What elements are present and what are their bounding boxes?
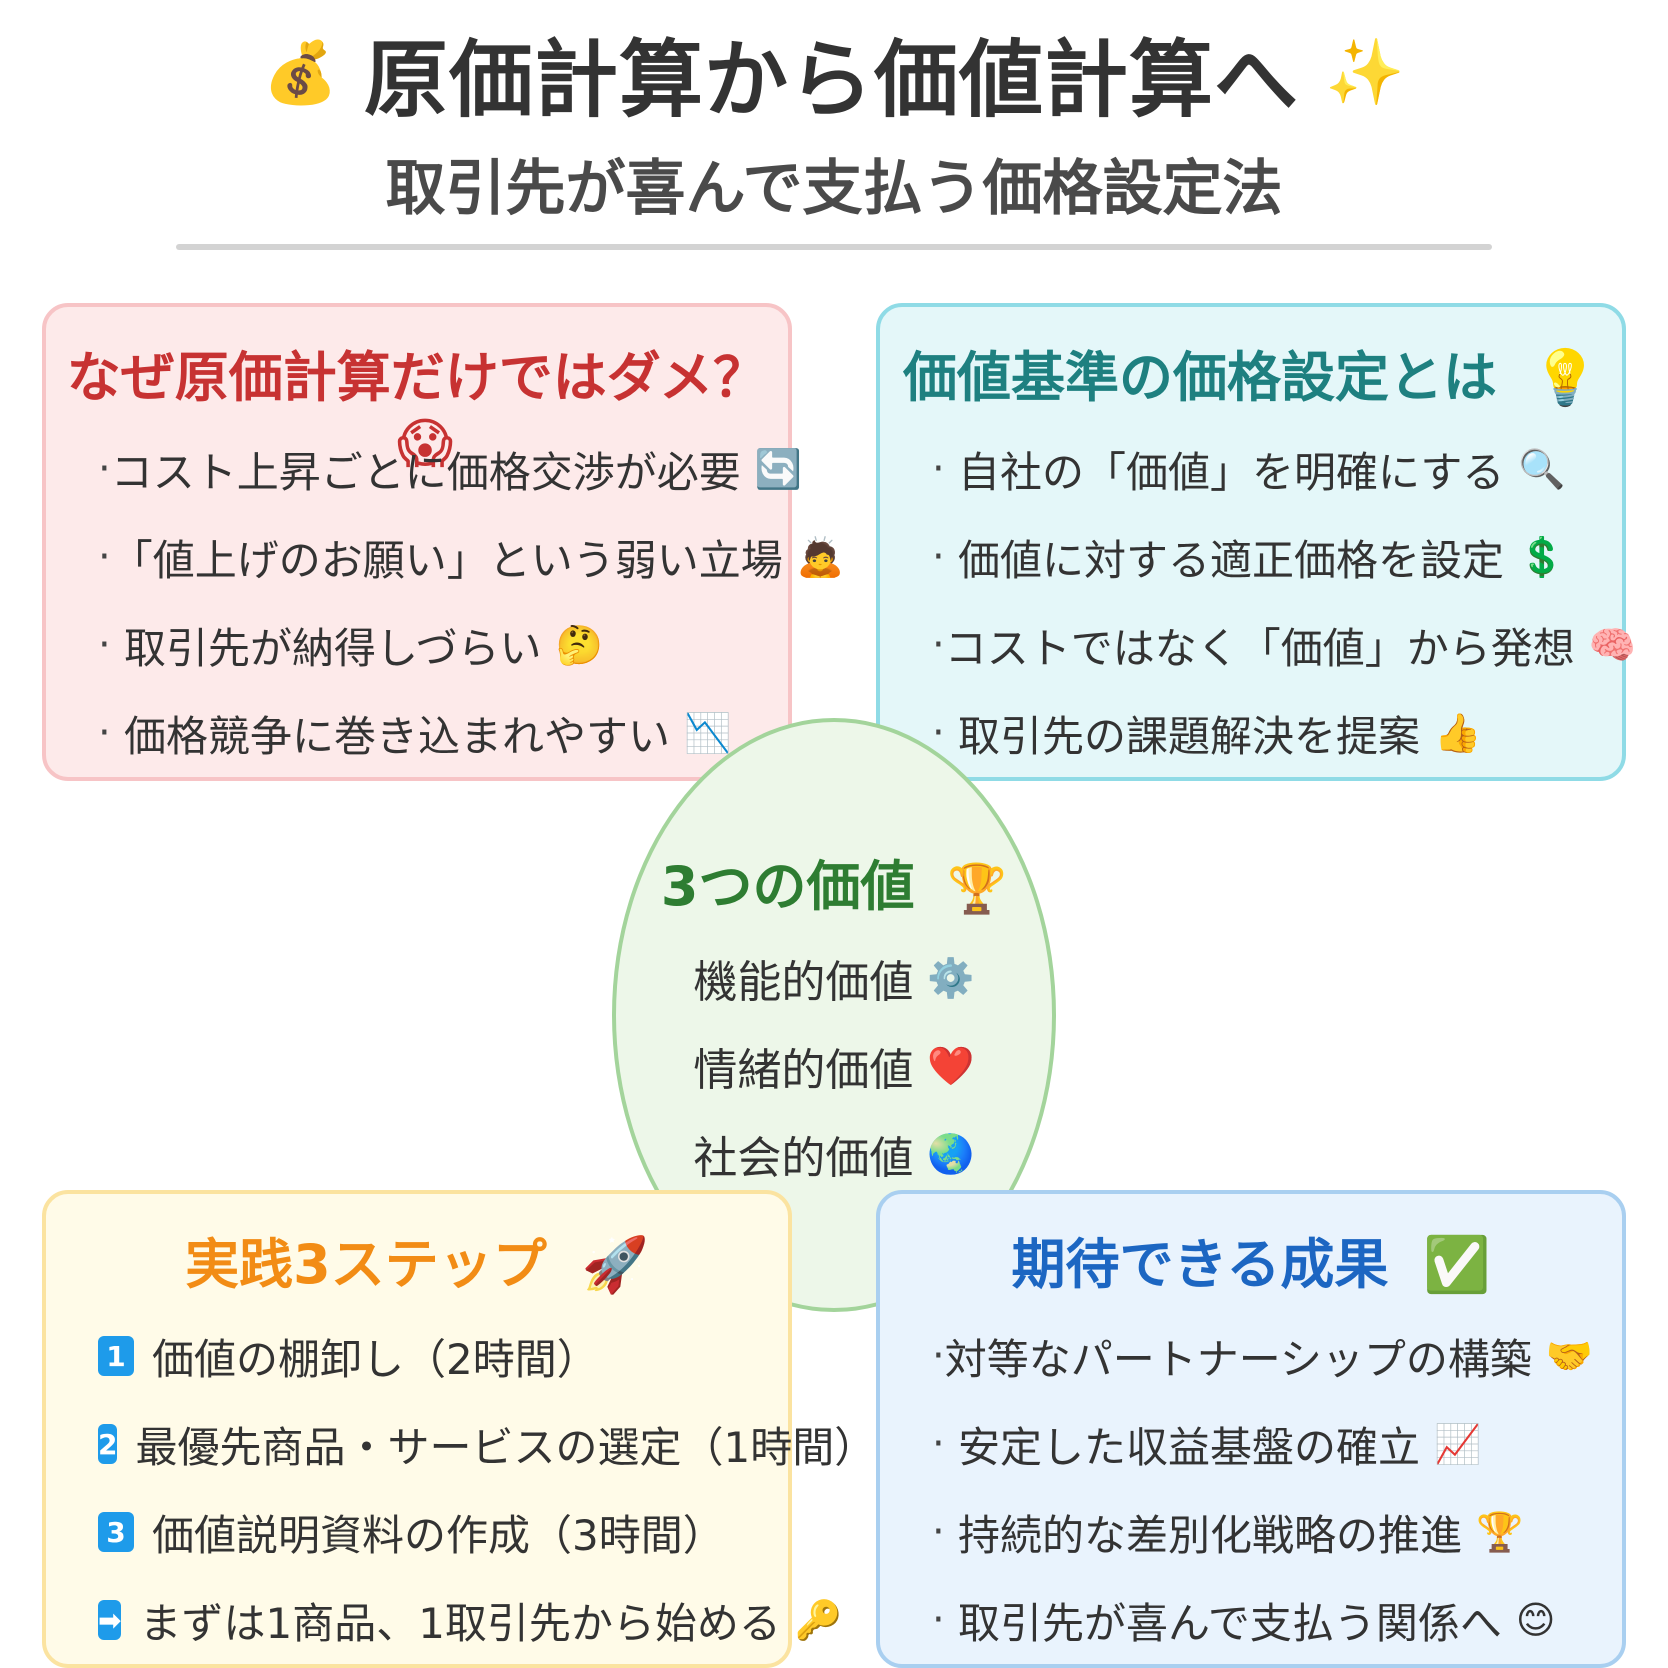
list-item-text: 取引先の課題解決を提案 (958, 711, 1421, 761)
gear-icon: ⚙️ (927, 955, 975, 1000)
chart-down-icon: 📉 (684, 710, 732, 755)
steps-list: 1 価値の棚卸し（2時間） 2 最優先商品・サービスの選定（1時間） 3 価値説明資料… (98, 1312, 876, 1664)
chart-up-icon: 📈 (1434, 1421, 1482, 1466)
list-item-text: 価値に対する適正価格を設定 (958, 535, 1505, 585)
list-item-text: 情緒的価値 (693, 1045, 914, 1096)
value-pricing-list: ·自社の「価値」を明確にする🔍 ·価値に対する適正価格を設定💲 ·コストではなく… (932, 425, 1636, 777)
rocket-icon: 🚀 (581, 1233, 649, 1296)
list-item: ·「値上げのお願い」という弱い立場🙇 (98, 513, 844, 601)
list-item: ·安定した収益基盤の確立📈 (932, 1400, 1592, 1488)
list-item-text: 自社の「価値」を明確にする (958, 447, 1505, 497)
card-title-text: なぜ原価計算だけではダメ？ (66, 346, 768, 409)
list-item-text: 最優先商品・サービスの選定（1時間） (135, 1422, 877, 1472)
card-title: 期待できる成果 ✅ (880, 1220, 1622, 1299)
results-list: ·対等なパートナーシップの構築🤝 ·安定した収益基盤の確立📈 ·持続的な差別化戦… (932, 1312, 1594, 1664)
card-title-text: 実践3ステップ (185, 1233, 547, 1296)
list-item: 機能的価値 ⚙️ (616, 934, 1052, 1022)
ellipse-title-text: 3つの価値 (660, 855, 915, 918)
list-item: ·対等なパートナーシップの構築🤝 (932, 1312, 1594, 1400)
list-item-text: 機能的価値 (693, 957, 914, 1008)
key-icon: 🔑 (794, 1597, 843, 1642)
list-item: ➡ まずは1商品、1取引先から始める 🔑 (98, 1576, 842, 1664)
list-item: ·価値に対する適正価格を設定💲 (932, 513, 1592, 601)
heart-icon: ❤️ (927, 1043, 975, 1088)
why-list: ·コスト上昇ごとに価格交渉が必要🔄 ·「値上げのお願い」という弱い立場🙇 ·取引… (98, 425, 844, 777)
card-value-pricing: 価値基準の価格設定とは 💡 ·自社の「価値」を明確にする🔍 ·価値に対する適正価… (876, 303, 1636, 781)
list-item: 社会的価値 🌏 (616, 1110, 1052, 1198)
list-item: ·持続的な差別化戦略の推進🏆 (932, 1488, 1592, 1576)
card-title-text: 期待できる成果 (1011, 1233, 1389, 1296)
list-item-text: 対等なパートナーシップの構築 (944, 1334, 1532, 1384)
trophy-icon: 🏆 (1476, 1509, 1524, 1554)
thumbs-up-icon: 👍 (1434, 710, 1482, 755)
list-item-text: 取引先が喜んで支払う関係へ (958, 1598, 1502, 1648)
list-item-text: 価値説明資料の作成（3時間） (152, 1510, 725, 1560)
list-item-text: 価格競争に巻き込まれやすい (124, 711, 671, 761)
list-item-text: コスト上昇ごとに価格交渉が必要 (110, 447, 741, 497)
list-item-text: 「値上げのお願い」という弱い立場 (110, 535, 783, 585)
screaming-face-icon: 😱 (396, 412, 454, 475)
list-item: ·価格競争に巻き込まれやすい📉 (98, 689, 758, 777)
list-item-text: 社会的価値 (693, 1133, 914, 1184)
brain-icon: 🧠 (1588, 622, 1637, 667)
list-item: 3 価値説明資料の作成（3時間） (98, 1488, 758, 1576)
trophy-icon: 🏆 (947, 861, 1008, 917)
number-1-icon: 1 (98, 1336, 134, 1376)
cycle-arrows-icon: 🔄 (754, 446, 803, 491)
list-item-text: 安定した収益基盤の確立 (958, 1422, 1421, 1472)
list-item-text: 価値の棚卸し（2時間） (152, 1334, 599, 1384)
light-bulb-icon: 💡 (1531, 346, 1600, 409)
list-item: 1 価値の棚卸し（2時間） (98, 1312, 758, 1400)
list-item-text: 持続的な差別化戦略の推進 (958, 1510, 1463, 1560)
number-2-icon: 2 (98, 1424, 118, 1464)
list-item: 2 最優先商品・サービスの選定（1時間） (98, 1400, 876, 1488)
check-mark-icon: ✅ (1423, 1233, 1491, 1296)
list-item-text: コストではなく「価値」から発想 (944, 623, 1575, 673)
card-title: 価値基準の価格設定とは 💡 (880, 333, 1622, 412)
header-divider (176, 244, 1492, 250)
list-item: ·自社の「価値」を明確にする🔍 (932, 425, 1592, 513)
smiling-face-icon: 😊 (1515, 1598, 1556, 1642)
globe-icon: 🌏 (927, 1131, 975, 1176)
list-item-text: 取引先が納得しづらい (124, 623, 542, 673)
ellipse-title: 3つの価値 🏆 (616, 842, 1052, 921)
page-title: 原価計算から価値計算へ (364, 30, 1300, 129)
card-title-text: 価値基準の価格設定とは (902, 346, 1497, 409)
list-item-text: まずは1商品、1取引先から始める (139, 1598, 781, 1648)
handshake-icon: 🤝 (1545, 1333, 1594, 1378)
card-title: なぜ原価計算だけではダメ？ 😱 (46, 333, 788, 475)
list-item: ·取引先が喜んで支払う関係へ😊 (932, 1576, 1592, 1664)
list-item: ·取引先の課題解決を提案👍 (932, 689, 1592, 777)
dollar-sign-icon: 💲 (1518, 534, 1566, 579)
money-bag-icon: 💰 (263, 38, 338, 108)
card-why-not-cost: なぜ原価計算だけではダメ？ 😱 ·コスト上昇ごとに価格交渉が必要🔄 ·「値上げの… (42, 303, 844, 781)
right-arrow-icon: ➡ (98, 1600, 122, 1640)
thinking-face-icon: 🤔 (555, 622, 603, 667)
list-item: ·コスト上昇ごとに価格交渉が必要🔄 (98, 425, 802, 513)
card-title: 実践3ステップ 🚀 (46, 1220, 788, 1299)
header-title-row: 💰 原価計算から価値計算へ ✨ (0, 18, 1668, 129)
number-3-icon: 3 (98, 1512, 134, 1552)
bowing-person-icon: 🙇 (796, 534, 845, 579)
list-item: ·コストではなく「価値」から発想🧠 (932, 601, 1636, 689)
card-practice-steps: 実践3ステップ 🚀 1 価値の棚卸し（2時間） 2 最優先商品・サービスの選定（1時… (42, 1190, 876, 1668)
sparkles-icon: ✨ (1325, 36, 1405, 110)
list-item: 情緒的価値 ❤️ (616, 1022, 1052, 1110)
list-item: ·取引先が納得しづらい🤔 (98, 601, 758, 689)
magnifier-icon: 🔍 (1518, 446, 1566, 491)
card-expected-results: 期待できる成果 ✅ ·対等なパートナーシップの構築🤝 ·安定した収益基盤の確立📈… (876, 1190, 1626, 1668)
three-values-list: 機能的価値 ⚙️ 情緒的価値 ❤️ 社会的価値 🌏 (616, 934, 1052, 1198)
page-subtitle: 取引先が喜んで支払う価格設定法 (385, 154, 1283, 224)
